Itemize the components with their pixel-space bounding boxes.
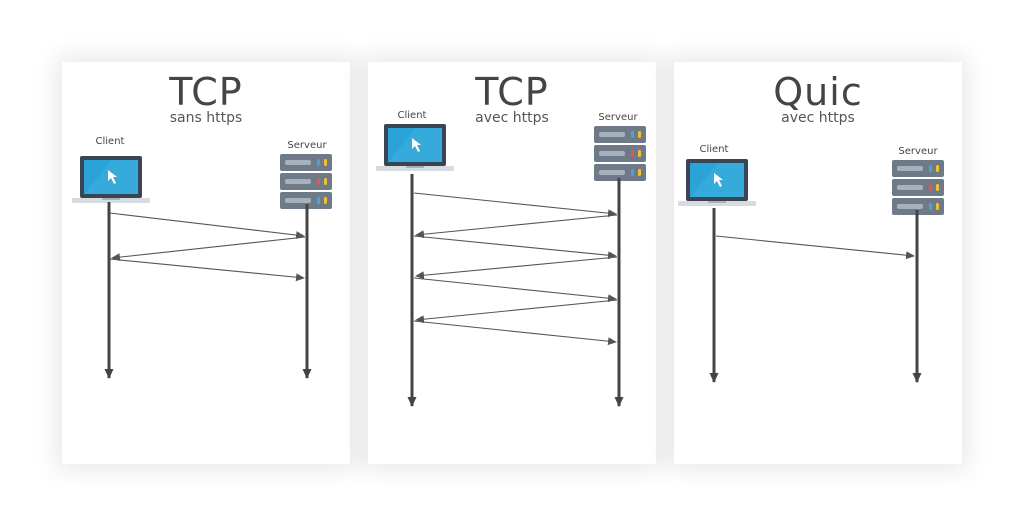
message-arrow-to-server <box>413 192 617 218</box>
server-label: Serveur <box>898 146 938 157</box>
message-arrow-to-server <box>109 258 305 282</box>
message-arrow-to-server <box>413 277 617 303</box>
panel-quic-avec-https: Quic avec https Client Serveur <box>674 62 962 464</box>
panel-subtitle: avec https <box>781 110 855 126</box>
panel-title: TCP <box>475 70 549 114</box>
laptop-icon <box>376 124 454 185</box>
client-label: Client <box>699 144 729 155</box>
message-arrow-to-server <box>109 212 305 240</box>
laptop-icon <box>678 159 756 220</box>
message-arrow-to-server <box>413 235 617 260</box>
server-label: Serveur <box>598 112 638 123</box>
server-rack-icon <box>594 126 646 189</box>
panel-title: TCP <box>169 70 243 114</box>
message-arrow-to-client <box>415 299 618 324</box>
message-arrow-to-client <box>415 214 618 239</box>
panel-subtitle: avec https <box>475 110 549 126</box>
sequence-arrows <box>709 208 922 383</box>
message-arrow-to-client <box>415 256 618 280</box>
panel-tcp-sans-https: TCP sans https Client Serveur <box>62 62 350 464</box>
client-label: Client <box>95 136 125 147</box>
server-label: Serveur <box>287 140 327 151</box>
sequence-arrows <box>407 174 624 407</box>
panel-title: Quic <box>773 70 863 114</box>
server-rack-icon <box>892 160 944 223</box>
sequence-arrows <box>104 202 312 379</box>
panel-tcp-avec-https: TCP avec https Client Serveur <box>368 62 656 464</box>
message-arrow-to-client <box>111 236 306 262</box>
panel-subtitle: sans https <box>169 110 243 126</box>
message-arrow-to-server <box>413 320 617 346</box>
server-rack-icon <box>280 154 332 217</box>
client-label: Client <box>397 110 427 121</box>
laptop-icon <box>72 156 150 217</box>
message-arrow-to-server <box>715 235 915 260</box>
